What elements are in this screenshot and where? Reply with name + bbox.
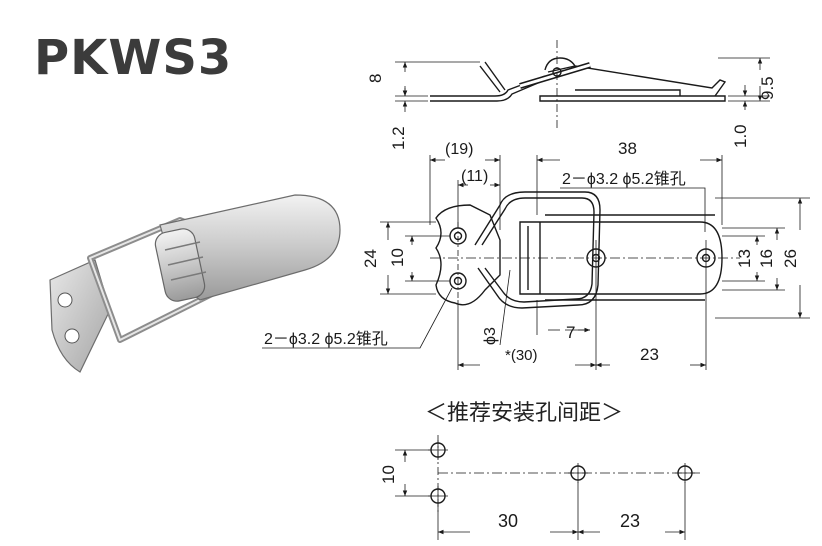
hole-note-right: 2－ϕ3.2 ϕ5.2锥孔 (562, 170, 686, 188)
dim-9-5: 9.5 (758, 76, 777, 100)
dim-24: 24 (361, 249, 380, 268)
dim-26: 26 (781, 249, 800, 268)
mount-dim-30: 30 (498, 511, 518, 531)
dim-7: 7 (566, 323, 575, 342)
dim-1-0: 1.0 (731, 124, 750, 148)
dim-8: 8 (366, 74, 385, 83)
mount-dim-23: 23 (620, 511, 640, 531)
dim-11: (11) (461, 168, 488, 185)
top-dimensions (262, 155, 810, 370)
dim-38: 38 (618, 139, 637, 158)
dim-30: *(30) (505, 347, 538, 364)
product-title: PKWS3 (34, 30, 233, 86)
side-dimensions (395, 57, 770, 112)
dim-10: 10 (388, 248, 407, 267)
top-view (430, 191, 740, 309)
product-photo (49, 194, 341, 373)
dim-23: 23 (640, 345, 659, 364)
dim-phi3: ϕ3 (482, 327, 499, 345)
mounting-holes (395, 435, 700, 540)
mount-dim-10: 10 (379, 465, 398, 484)
dim-13: 13 (735, 249, 754, 268)
dim-16: 16 (757, 249, 776, 268)
dim-1-2: 1.2 (389, 126, 408, 150)
dim-19: (19) (445, 141, 473, 158)
hole-note-left: 2－ϕ3.2 ϕ5.2锥孔 (264, 330, 388, 348)
side-view (430, 40, 727, 128)
mounting-caption: ＜推荐安装孔间距＞ (425, 401, 624, 426)
